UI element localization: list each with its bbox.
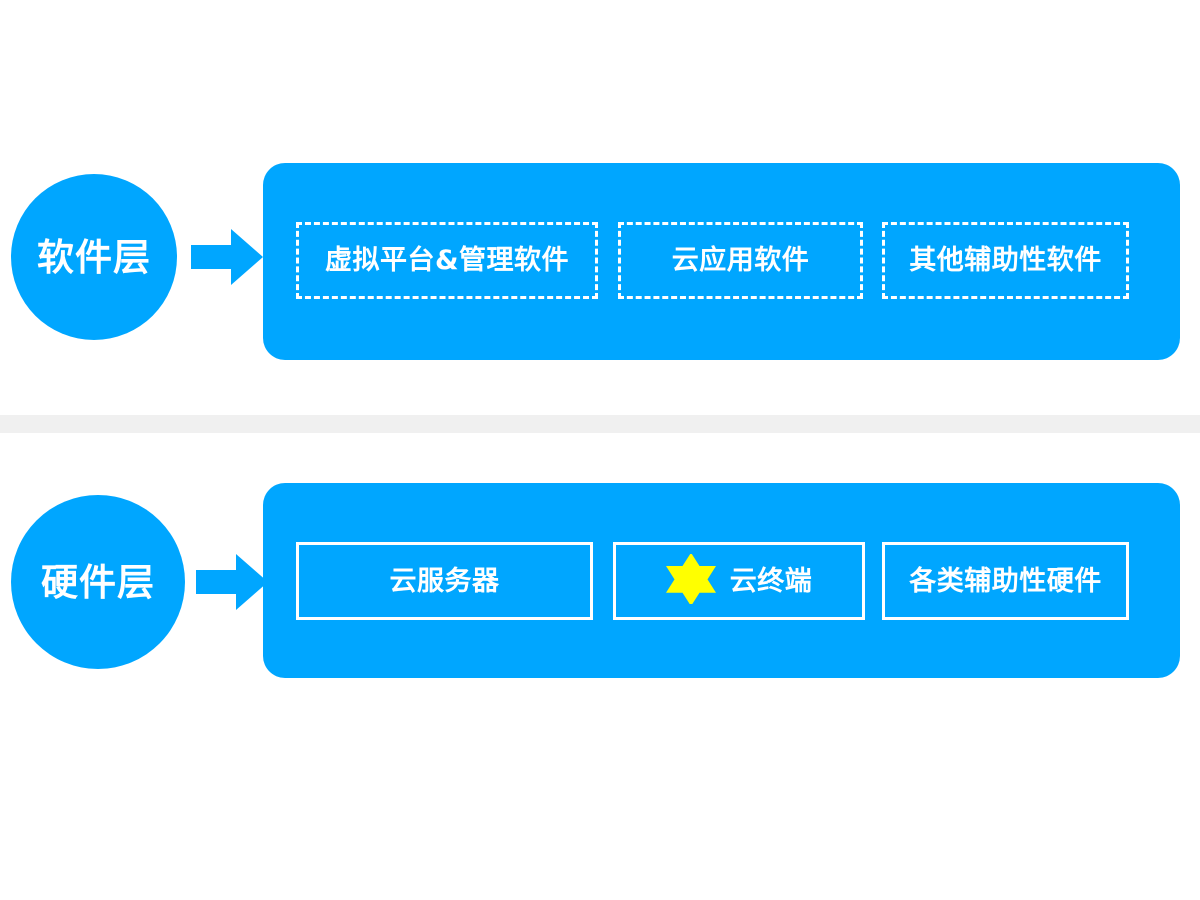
layer-badge-label-hardware: 硬件层 (41, 560, 155, 604)
item-label-hardware-1: 云终端 (729, 565, 813, 597)
item-box-hardware-2[interactable]: 各类辅助性硬件 (882, 542, 1129, 620)
item-box-software-0[interactable]: 虚拟平台&管理软件 (296, 222, 598, 299)
item-box-hardware-0[interactable]: 云服务器 (296, 542, 593, 620)
layer-panel-hardware: 云服务器 云终端 各类辅助性硬件 (263, 483, 1180, 678)
six-pointed-star-icon (665, 552, 716, 608)
right-arrow-icon-hardware (196, 553, 268, 611)
layer-badge-label-software: 软件层 (37, 235, 151, 279)
layer-badge-hardware[interactable]: 硬件层 (11, 495, 185, 669)
layer-badge-software[interactable]: 软件层 (11, 174, 177, 340)
item-box-software-1[interactable]: 云应用软件 (618, 222, 863, 299)
right-arrow-icon-software (191, 228, 263, 286)
item-label-software-0: 虚拟平台&管理软件 (324, 245, 570, 276)
layer-row-hardware: 硬件层 云服务器 云终端 各类辅助性硬件 (0, 433, 1200, 733)
layer-panel-software: 虚拟平台&管理软件 云应用软件 其他辅助性软件 (263, 163, 1180, 360)
item-box-software-2[interactable]: 其他辅助性软件 (882, 222, 1129, 299)
item-label-hardware-2: 各类辅助性硬件 (909, 565, 1102, 597)
item-box-hardware-1[interactable]: 云终端 (613, 542, 865, 620)
item-label-software-2: 其他辅助性软件 (909, 245, 1102, 276)
layer-row-software: 软件层 虚拟平台&管理软件 云应用软件 其他辅助性软件 (0, 0, 1200, 415)
item-label-hardware-0: 云服务器 (389, 565, 500, 597)
section-divider (0, 415, 1200, 433)
item-label-software-1: 云应用软件 (671, 245, 810, 276)
